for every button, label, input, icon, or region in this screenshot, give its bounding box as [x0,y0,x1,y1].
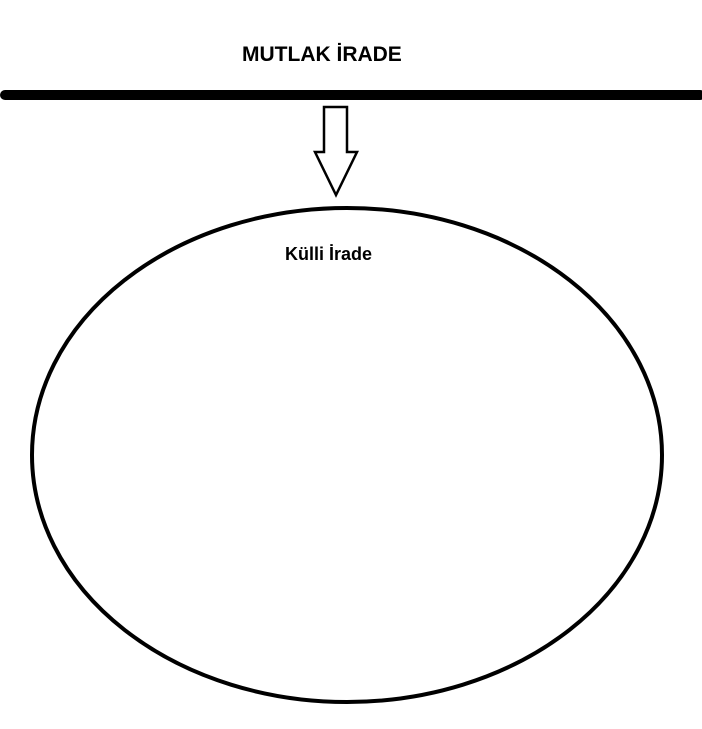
universal-will-ellipse [30,206,664,704]
absolute-will-label: MUTLAK İRADE [242,43,402,66]
down-arrow-icon [312,105,360,198]
universal-will-label: Külli İrade [285,244,373,264]
